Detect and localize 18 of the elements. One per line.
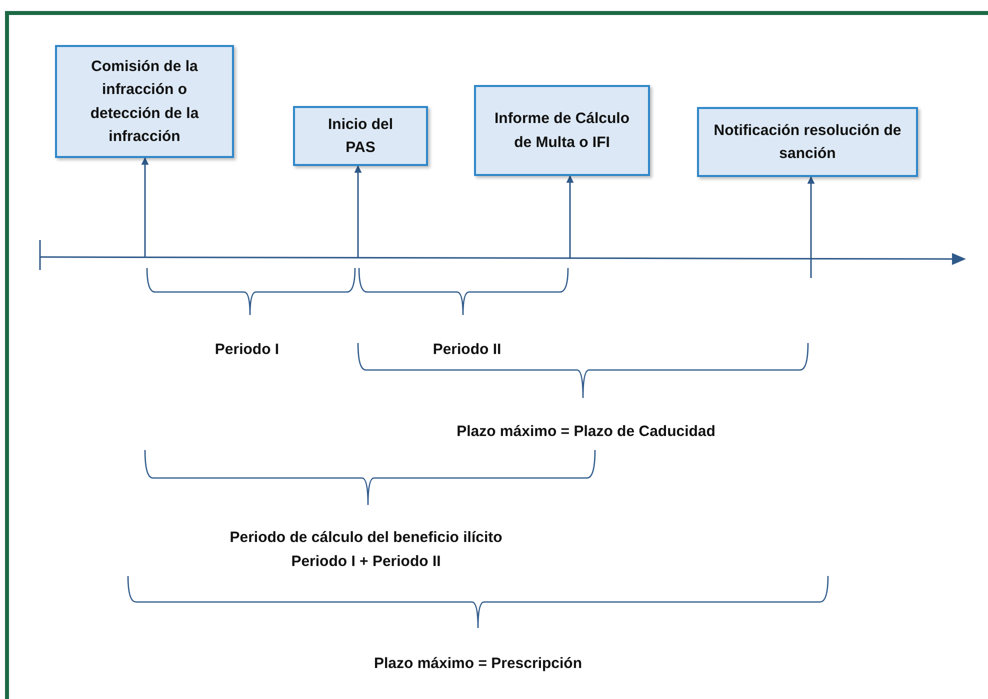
- period-label: Periodo de cálculo del beneficio ilícito: [230, 529, 502, 546]
- arrow: [566, 175, 574, 259]
- event-box: [293, 106, 428, 166]
- arrow: [807, 176, 815, 278]
- arrow: [354, 165, 362, 258]
- period-label: Periodo II: [432, 341, 502, 358]
- event-box: [474, 85, 650, 176]
- event-box: [55, 45, 234, 158]
- arrow: [141, 157, 149, 258]
- period-label: Periodo I + Periodo II: [291, 553, 441, 570]
- period-label: Plazo máximo = Prescripción: [374, 655, 582, 672]
- box-text: Inicio del PAS: [326, 114, 394, 158]
- box-text: Informe de Cálculo de Multa o IFI: [493, 109, 631, 152]
- event-box: [697, 107, 918, 177]
- box-text: Notificación resolución de sanción: [712, 120, 902, 164]
- period-label: Plazo máximo = Plazo de Caducidad: [456, 423, 716, 440]
- box-text: Comisión de la infracción o detección de la infracción: [89, 57, 200, 147]
- period-label: Periodo I: [214, 341, 280, 358]
